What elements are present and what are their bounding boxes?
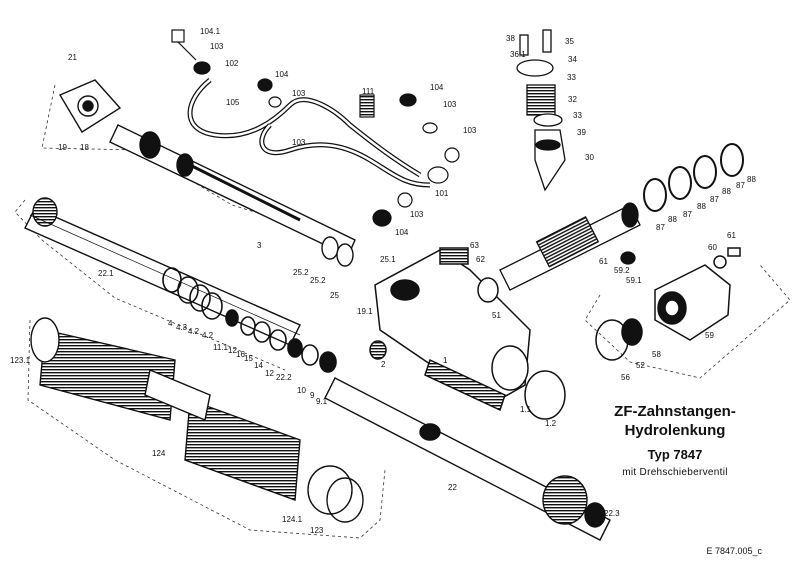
part-label: 34 [568,55,577,64]
part-label: 22.3 [604,509,620,518]
title-line-2: Hydrolenkung [624,422,726,439]
part-label: 103 [410,210,424,219]
part-label: 56 [621,373,630,382]
part-label: 88 [668,215,677,224]
part-label: 12 [265,369,274,378]
part-label: 4.2 [188,327,200,336]
part-label: 61 [599,257,608,266]
part-label: 22.1 [98,269,114,278]
valve-rings [643,143,744,212]
part-label: 104.1 [200,27,221,36]
document-code: E 7847.005_c [706,546,762,556]
part-label: 33 [573,111,582,120]
part-label: 60 [708,243,717,252]
part-label: 105 [226,98,240,107]
part-label: 38 [506,34,515,43]
part-label: 87 [656,223,665,232]
part-label: 88 [697,202,706,211]
part-label: 33 [567,73,576,82]
part-label: 51 [492,311,501,320]
part-label: 62 [476,255,485,264]
part-label: 103 [292,138,306,147]
part-label: 63 [470,241,479,250]
part-label: 12 [228,346,237,355]
part-label: 22 [448,483,457,492]
title-line-1: ZF-Zahnstangen- [614,403,736,420]
part-label: 1 [443,356,448,365]
part-label: 124 [152,449,166,458]
part-label: 25 [330,291,339,300]
bellows-boots [30,317,364,523]
part-label: 59.1 [626,276,642,285]
part-label: 36.1 [510,50,526,59]
part-label: 10 [297,386,306,395]
part-label: 52 [636,361,645,370]
part-label: 35 [565,37,574,46]
part-label: 59 [705,331,714,340]
part-label: 103 [443,100,457,109]
part-label: 124.1 [282,515,303,524]
part-label: 59.2 [614,266,630,275]
part-label: 18 [80,143,89,152]
part-label: 104 [395,228,409,237]
part-label: 25.2 [310,276,326,285]
part-label: 9 [310,391,315,400]
part-label: 22.2 [276,373,292,382]
part-label: 21 [68,53,77,62]
part-label: 25.1 [380,255,396,264]
part-label: 16 [236,350,245,359]
part-label: 103 [210,42,224,51]
pinion-shaft [499,202,641,291]
part-label: 11.1 [213,343,229,352]
subtitle: mit Drehschieberventil [622,467,728,478]
part-label: 1.1 [520,405,532,414]
part-label: 104 [275,70,289,79]
part-label: 104 [430,83,444,92]
type-designation: Typ 7847 [647,447,703,462]
part-label: 101 [435,189,449,198]
part-label: 1.2 [545,419,557,428]
part-label: 103 [292,89,306,98]
part-label: 15 [244,354,253,363]
part-label: 30 [585,153,594,162]
part-label: 61 [727,231,736,240]
part-label: 25.2 [293,268,309,277]
part-number-labels: 21 104.1 103 102 105 104 103 103 111 104… [10,27,756,535]
part-label: 3 [257,241,262,250]
valve-housing [595,247,741,361]
tube-assembly-upper [58,79,356,267]
part-label: 4.2 [202,331,214,340]
part-label: 103 [463,126,477,135]
part-label: 123 [310,526,324,535]
part-label: 19 [58,143,67,152]
fittings [171,29,460,227]
part-label: 4.3 [176,323,188,332]
part-label: 87 [710,195,719,204]
steering-housing [369,247,566,420]
part-label: 4 [168,319,173,328]
part-label: 87 [736,181,745,190]
rack-tube-22 [324,377,611,541]
part-label: 39 [577,128,586,137]
part-label: 111 [362,87,375,96]
part-label: 88 [747,175,756,184]
part-label: 58 [652,350,661,359]
part-label: 19.1 [357,307,373,316]
part-label: 2 [381,360,386,369]
seal-rings [162,267,337,373]
part-label: 123.1 [10,356,31,365]
part-label: 14 [254,361,263,370]
part-label: 9.1 [316,397,328,406]
part-label: 32 [568,95,577,104]
part-label: 102 [225,59,239,68]
part-label: 88 [722,187,731,196]
part-label: 87 [683,210,692,219]
valve-column [516,29,566,192]
title-block: ZF-Zahnstangen- Hydrolenkung Typ 7847 mi… [560,402,790,480]
hydraulic-lines [187,78,431,188]
